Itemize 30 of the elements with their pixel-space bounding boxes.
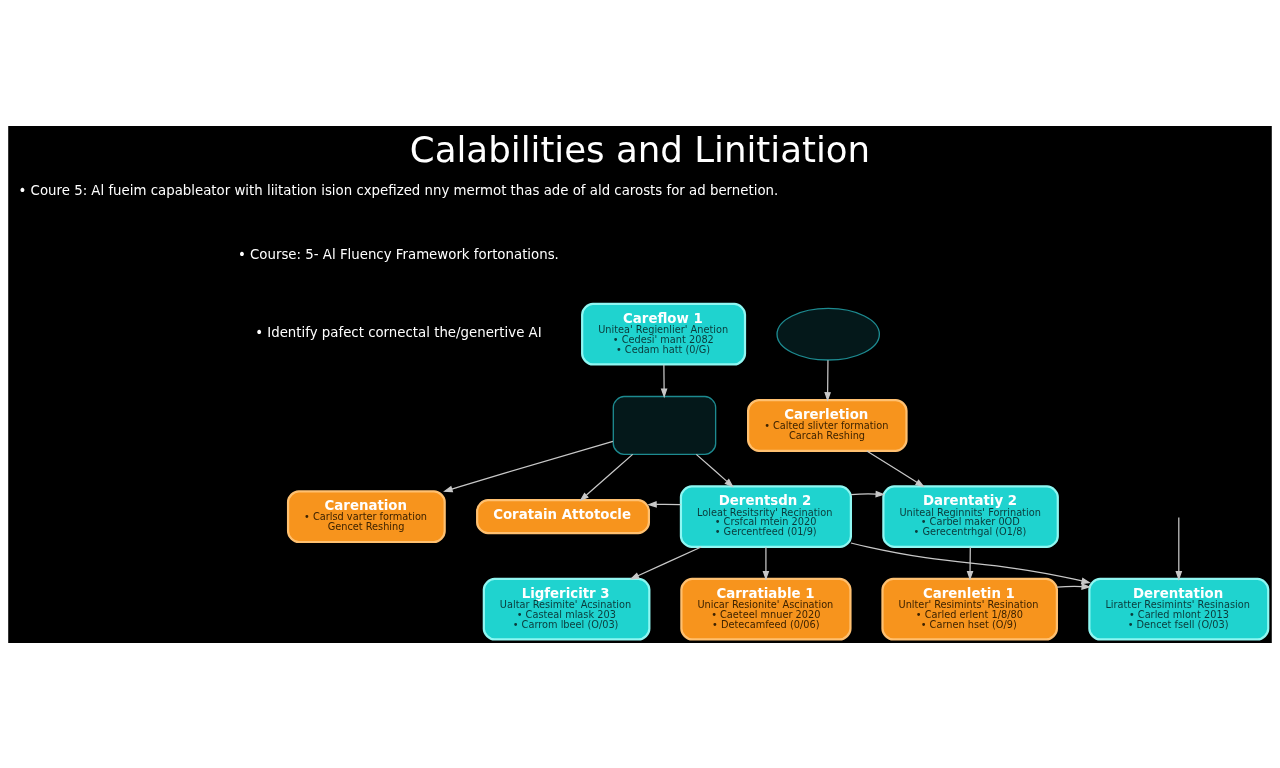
node-box: Coratain Attotocle xyxy=(476,498,650,534)
node-box: Carenletin 1 Unlter' Resimints' Resination • Carled erlent 1/8/80 • Carnen hset (O/9) xyxy=(881,577,1058,641)
node-box: Derentation Liratter Resimints' Resinasion • Carled mlont 2013 • Dencet fsell (O/03) xyxy=(1088,577,1270,641)
node-box: Carenation • Carlsd varter formation Gencet Reshing xyxy=(286,489,446,543)
node-box: Careflow 1 Unitea' Regienlier' Anetion • Cedesi' mant 2082 • Cedam hatt (0/G) xyxy=(581,302,747,366)
arrow xyxy=(647,500,682,508)
node-box: Ligfericitr 3 Ualtar Resimite' Acsination • Casteal mlask 203 • Carrom lbeel (O/03) xyxy=(482,577,651,641)
node-box: Derentsdn 2 Loleat Resitsrity' Recination • Crsfcal mtein 2020 • Gercentfeed (01/9) xyxy=(679,484,852,548)
arrow xyxy=(850,490,886,497)
arrow xyxy=(1175,516,1183,581)
arrow xyxy=(762,545,770,581)
arrow xyxy=(579,453,634,501)
node-box: Darentatiy 2 Uniteal Reginnits' Forrination • Carbel maker 0OD • Gerecentrhgal (O1/8) xyxy=(882,484,1059,548)
node-box xyxy=(612,395,717,455)
arrow xyxy=(629,545,702,580)
node-box: Carratiable 1 Unicar Resionite' Ascination • Caeteel mnuer 2020 • Detecamfeed (0/06) xyxy=(680,577,852,641)
arrow xyxy=(1056,582,1092,590)
label: • Identify pafect cornectal the/genertive AI xyxy=(255,324,542,340)
diagram-title: Calabilities and Linitiation xyxy=(409,128,871,170)
node-box: Carerletion • Calted slivter formation Carcah Reshing xyxy=(747,398,908,452)
arrow xyxy=(866,449,925,487)
arrow xyxy=(966,545,974,581)
node-circle xyxy=(776,307,881,361)
label: • Coure 5: Al fueim capableator with liitation ision cxpefized nny mermot thas ade of ald carosts for ad bernetion. xyxy=(18,182,779,198)
arrow xyxy=(824,359,831,402)
label: • Course: 5- Al Fluency Framework fortonations. xyxy=(237,246,559,262)
arrow xyxy=(850,541,1091,584)
arrow xyxy=(660,363,668,398)
arrow xyxy=(443,440,614,492)
arrow xyxy=(695,453,734,487)
